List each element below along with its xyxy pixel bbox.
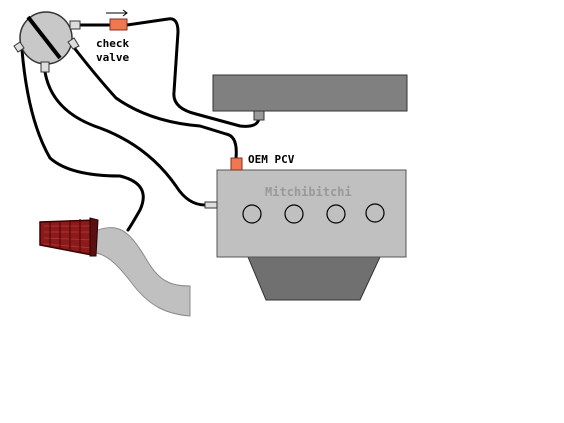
cylinder-circle-icon bbox=[242, 204, 262, 224]
catch-can-fitting-right bbox=[67, 37, 80, 50]
hose-catch-can-to-pcv bbox=[70, 43, 238, 160]
cylinder-circle-icon bbox=[284, 204, 304, 224]
engine-brand-label: Mitchibitchi bbox=[265, 185, 352, 199]
catch-can-fitting-left bbox=[13, 41, 25, 53]
check-valve bbox=[109, 18, 128, 31]
intake-manifold-port bbox=[253, 110, 265, 121]
catch-can-fitting-top bbox=[69, 20, 81, 30]
air-filter bbox=[39, 217, 99, 257]
pcv-label: OEM PCV bbox=[248, 153, 295, 166]
catch-can-fitting-bottom bbox=[40, 61, 50, 73]
check-valve-label-line2: valve bbox=[96, 51, 129, 64]
check-valve-label-line1: check bbox=[96, 37, 129, 50]
engine-breather-fitting bbox=[204, 201, 218, 209]
oil-pan bbox=[247, 256, 381, 301]
right-arrow-icon bbox=[106, 9, 128, 17]
intake-pipe bbox=[91, 227, 191, 317]
engine-block bbox=[216, 169, 407, 258]
hose-catch-can-to-air-filter bbox=[20, 48, 145, 232]
catch-can bbox=[13, 11, 81, 73]
pcv-valve bbox=[230, 157, 243, 171]
hose-check-valve-to-intake-manifold bbox=[125, 17, 261, 128]
hose-catch-can-to-engine bbox=[42, 60, 207, 207]
engine-cylinders bbox=[242, 203, 385, 224]
cylinder-circle-icon bbox=[326, 204, 346, 224]
intake-manifold bbox=[212, 74, 408, 112]
cylinder-circle-icon bbox=[365, 203, 385, 223]
hoses bbox=[20, 17, 261, 232]
